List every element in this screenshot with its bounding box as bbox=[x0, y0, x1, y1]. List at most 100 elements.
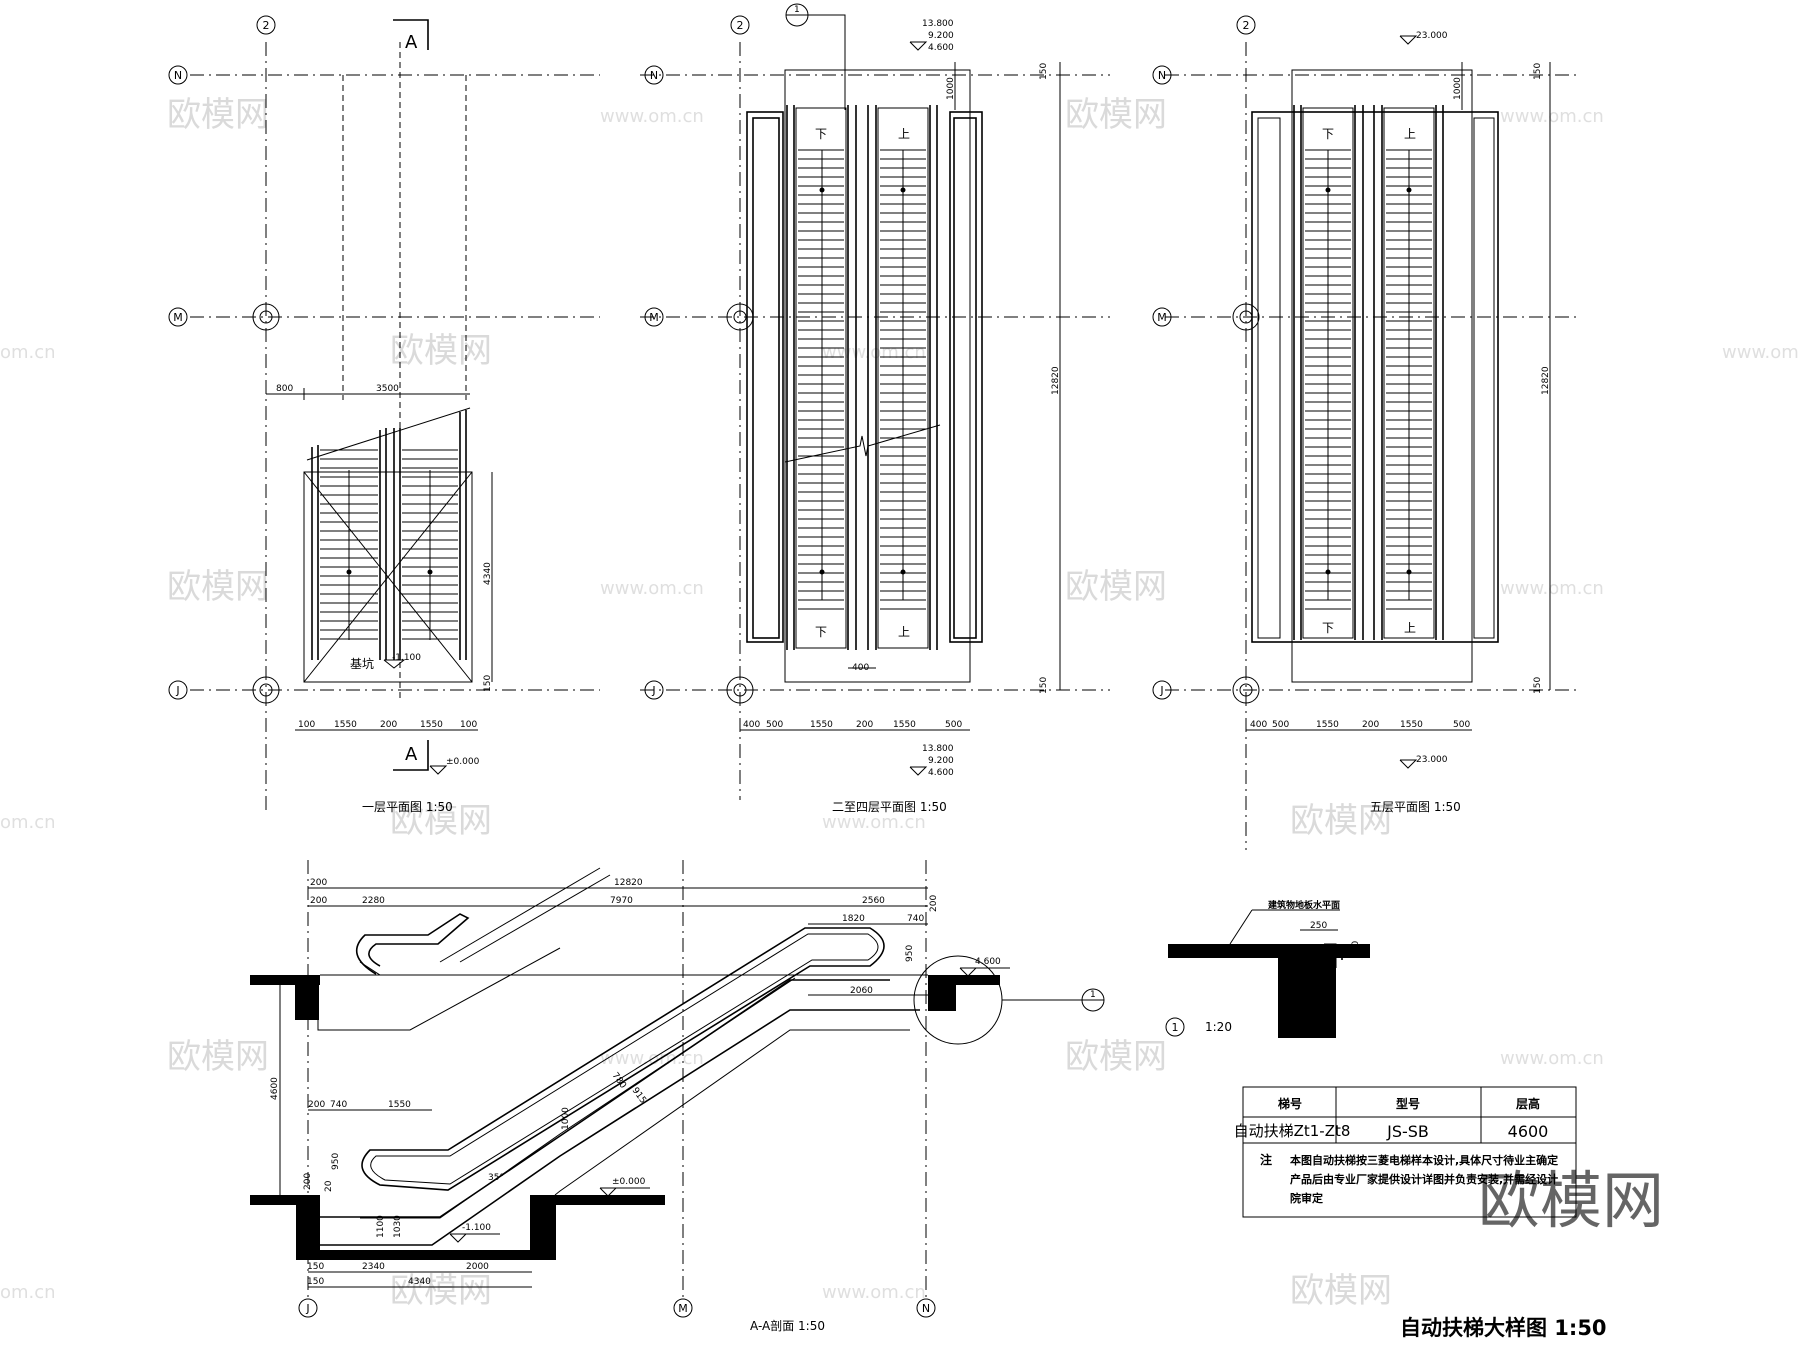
watermark-url: www.om.cn bbox=[822, 1282, 926, 1303]
svg-text:J: J bbox=[305, 1302, 309, 1315]
plan-floor1: 2 N M J A A bbox=[168, 15, 600, 815]
dim: 2280 bbox=[362, 896, 385, 906]
watermark-url: www.om.cn bbox=[1722, 342, 1800, 363]
axis-bubble-N: N bbox=[168, 65, 188, 85]
table-header: 型号 bbox=[1396, 1096, 1420, 1111]
escalator-spec-table: 梯号 型号 层高 自动扶梯Zt1-Zt8 JS-SB 4600 注 本图自动扶梯… bbox=[1234, 1086, 1577, 1218]
dim: 1030 bbox=[393, 1215, 403, 1238]
table-header: 梯号 bbox=[1278, 1096, 1302, 1111]
svg-text:2: 2 bbox=[1243, 19, 1250, 32]
dim: 500 bbox=[1272, 720, 1289, 730]
direction-down: 下 bbox=[815, 127, 827, 141]
section-mark-a-bottom: A bbox=[405, 744, 418, 765]
dim: 150 bbox=[1533, 63, 1543, 80]
level-top: 23.000 bbox=[1416, 31, 1448, 41]
watermark-brand: 欧模网 bbox=[1290, 801, 1392, 841]
dim: 740 bbox=[907, 914, 924, 924]
dim: 1550 bbox=[420, 720, 443, 730]
note-line: 本图自动扶梯按三菱电梯样本设计,具体尺寸待业主确定 bbox=[1290, 1153, 1558, 1167]
note-label: 注 bbox=[1260, 1152, 1272, 1167]
dim: 120 bbox=[1351, 941, 1361, 958]
axis-bubble-J: J bbox=[168, 680, 188, 700]
dim: 400 bbox=[743, 720, 760, 730]
dim: 200 bbox=[1362, 720, 1379, 730]
svg-text:2: 2 bbox=[263, 19, 270, 32]
dim: 200 bbox=[856, 720, 873, 730]
watermark-brand: 欧模网 bbox=[1065, 567, 1167, 607]
axis-bubble-M: M bbox=[168, 307, 188, 327]
dim-12820: 12820 bbox=[614, 878, 643, 888]
detail-number: 1 bbox=[1172, 1021, 1179, 1034]
watermark-url: www.om.cn bbox=[1500, 1048, 1604, 1069]
dim: 7970 bbox=[610, 896, 633, 906]
direction-down: 下 bbox=[1322, 127, 1334, 141]
watermark-brand: 欧模网 bbox=[390, 801, 492, 841]
svg-text:M: M bbox=[173, 311, 183, 324]
plan-floor5: 2 N M J bbox=[1152, 15, 1580, 850]
dim: 1550 bbox=[893, 720, 916, 730]
dim: 740 bbox=[330, 1100, 347, 1110]
watermark-brand: 欧模网 bbox=[390, 331, 492, 371]
svg-text:N: N bbox=[922, 1302, 930, 1315]
direction-up: 上 bbox=[898, 625, 910, 639]
dim: 2560 bbox=[862, 896, 885, 906]
dim: 1550 bbox=[1316, 720, 1339, 730]
detail-callout-number: 1 bbox=[794, 5, 800, 15]
watermark-brand: 欧模网 bbox=[167, 567, 269, 607]
direction-down: 下 bbox=[1322, 621, 1334, 635]
detail-callout-number: 1 bbox=[1090, 990, 1096, 1000]
dim: 1000 bbox=[561, 1107, 571, 1130]
dim: 950 bbox=[905, 945, 915, 962]
dim: 200 bbox=[308, 1100, 325, 1110]
watermark-url: om.cn bbox=[0, 812, 56, 833]
axis-bubble-N: N bbox=[644, 65, 664, 85]
dim: 500 bbox=[1453, 720, 1470, 730]
watermark-brand: 欧模网 bbox=[390, 1271, 492, 1311]
dim: 150 bbox=[307, 1262, 324, 1272]
dim: 1820 bbox=[842, 914, 865, 924]
axis-bubble-M: M bbox=[644, 307, 664, 327]
detail-label: 建筑物地板水平面 bbox=[1268, 899, 1340, 911]
section-mark-a-top: A bbox=[405, 32, 418, 53]
axis-bubble-2: 2 bbox=[1236, 15, 1256, 35]
watermark-url: www.om.cn bbox=[600, 106, 704, 127]
dim: 250 bbox=[1310, 921, 1327, 931]
dim: 400 bbox=[1250, 720, 1267, 730]
svg-text:N: N bbox=[650, 69, 658, 82]
level: 4.600 bbox=[928, 768, 954, 778]
dim-4600: 4600 bbox=[270, 1077, 280, 1100]
dim-800: 800 bbox=[276, 384, 293, 394]
level: 13.800 bbox=[922, 744, 954, 754]
main-title: 自动扶梯大样图 1:50 bbox=[1400, 1316, 1607, 1340]
level-top: 4.600 bbox=[975, 957, 1001, 967]
section-aa: J M N bbox=[250, 860, 1105, 1333]
level: 9.200 bbox=[928, 31, 954, 41]
angle: 35° bbox=[488, 1173, 504, 1183]
level-bottom: 23.000 bbox=[1416, 755, 1448, 765]
note-line: 产品后由专业厂家提供设计详图并负责安装,并需经设计 bbox=[1290, 1172, 1558, 1186]
dim-12820: 12820 bbox=[1541, 366, 1551, 395]
axis-bubble-2: 2 bbox=[730, 15, 750, 35]
dim: 2340 bbox=[362, 1262, 385, 1272]
direction-up: 上 bbox=[898, 127, 910, 141]
dim: 400 bbox=[852, 663, 869, 673]
dim: 1000 bbox=[1453, 77, 1463, 100]
pit-level: -1.100 bbox=[392, 653, 421, 663]
watermark-url: www.om.cn bbox=[1500, 578, 1604, 599]
dim: 1550 bbox=[388, 1100, 411, 1110]
svg-text:M: M bbox=[649, 311, 659, 324]
watermark-brand: 欧模网 bbox=[1065, 95, 1167, 135]
level: 9.200 bbox=[928, 756, 954, 766]
dim-12820: 12820 bbox=[1051, 366, 1061, 395]
watermark-url: om.cn bbox=[0, 1282, 56, 1303]
floor-level: ±0.000 bbox=[446, 757, 480, 767]
level: 4.600 bbox=[928, 43, 954, 53]
dim: 1550 bbox=[334, 720, 357, 730]
watermark-layer: 欧模网 欧模网 欧模网 欧模网 欧模网 欧模网 欧模网 欧模网 欧模网 欧模网 … bbox=[0, 95, 1800, 1311]
note-line: 院审定 bbox=[1290, 1191, 1323, 1205]
direction-down: 下 bbox=[815, 625, 827, 639]
dim: 200 bbox=[303, 1173, 313, 1190]
direction-up: 上 bbox=[1404, 621, 1416, 635]
dim: 1550 bbox=[1400, 720, 1423, 730]
dim: 1100 bbox=[376, 1215, 386, 1238]
